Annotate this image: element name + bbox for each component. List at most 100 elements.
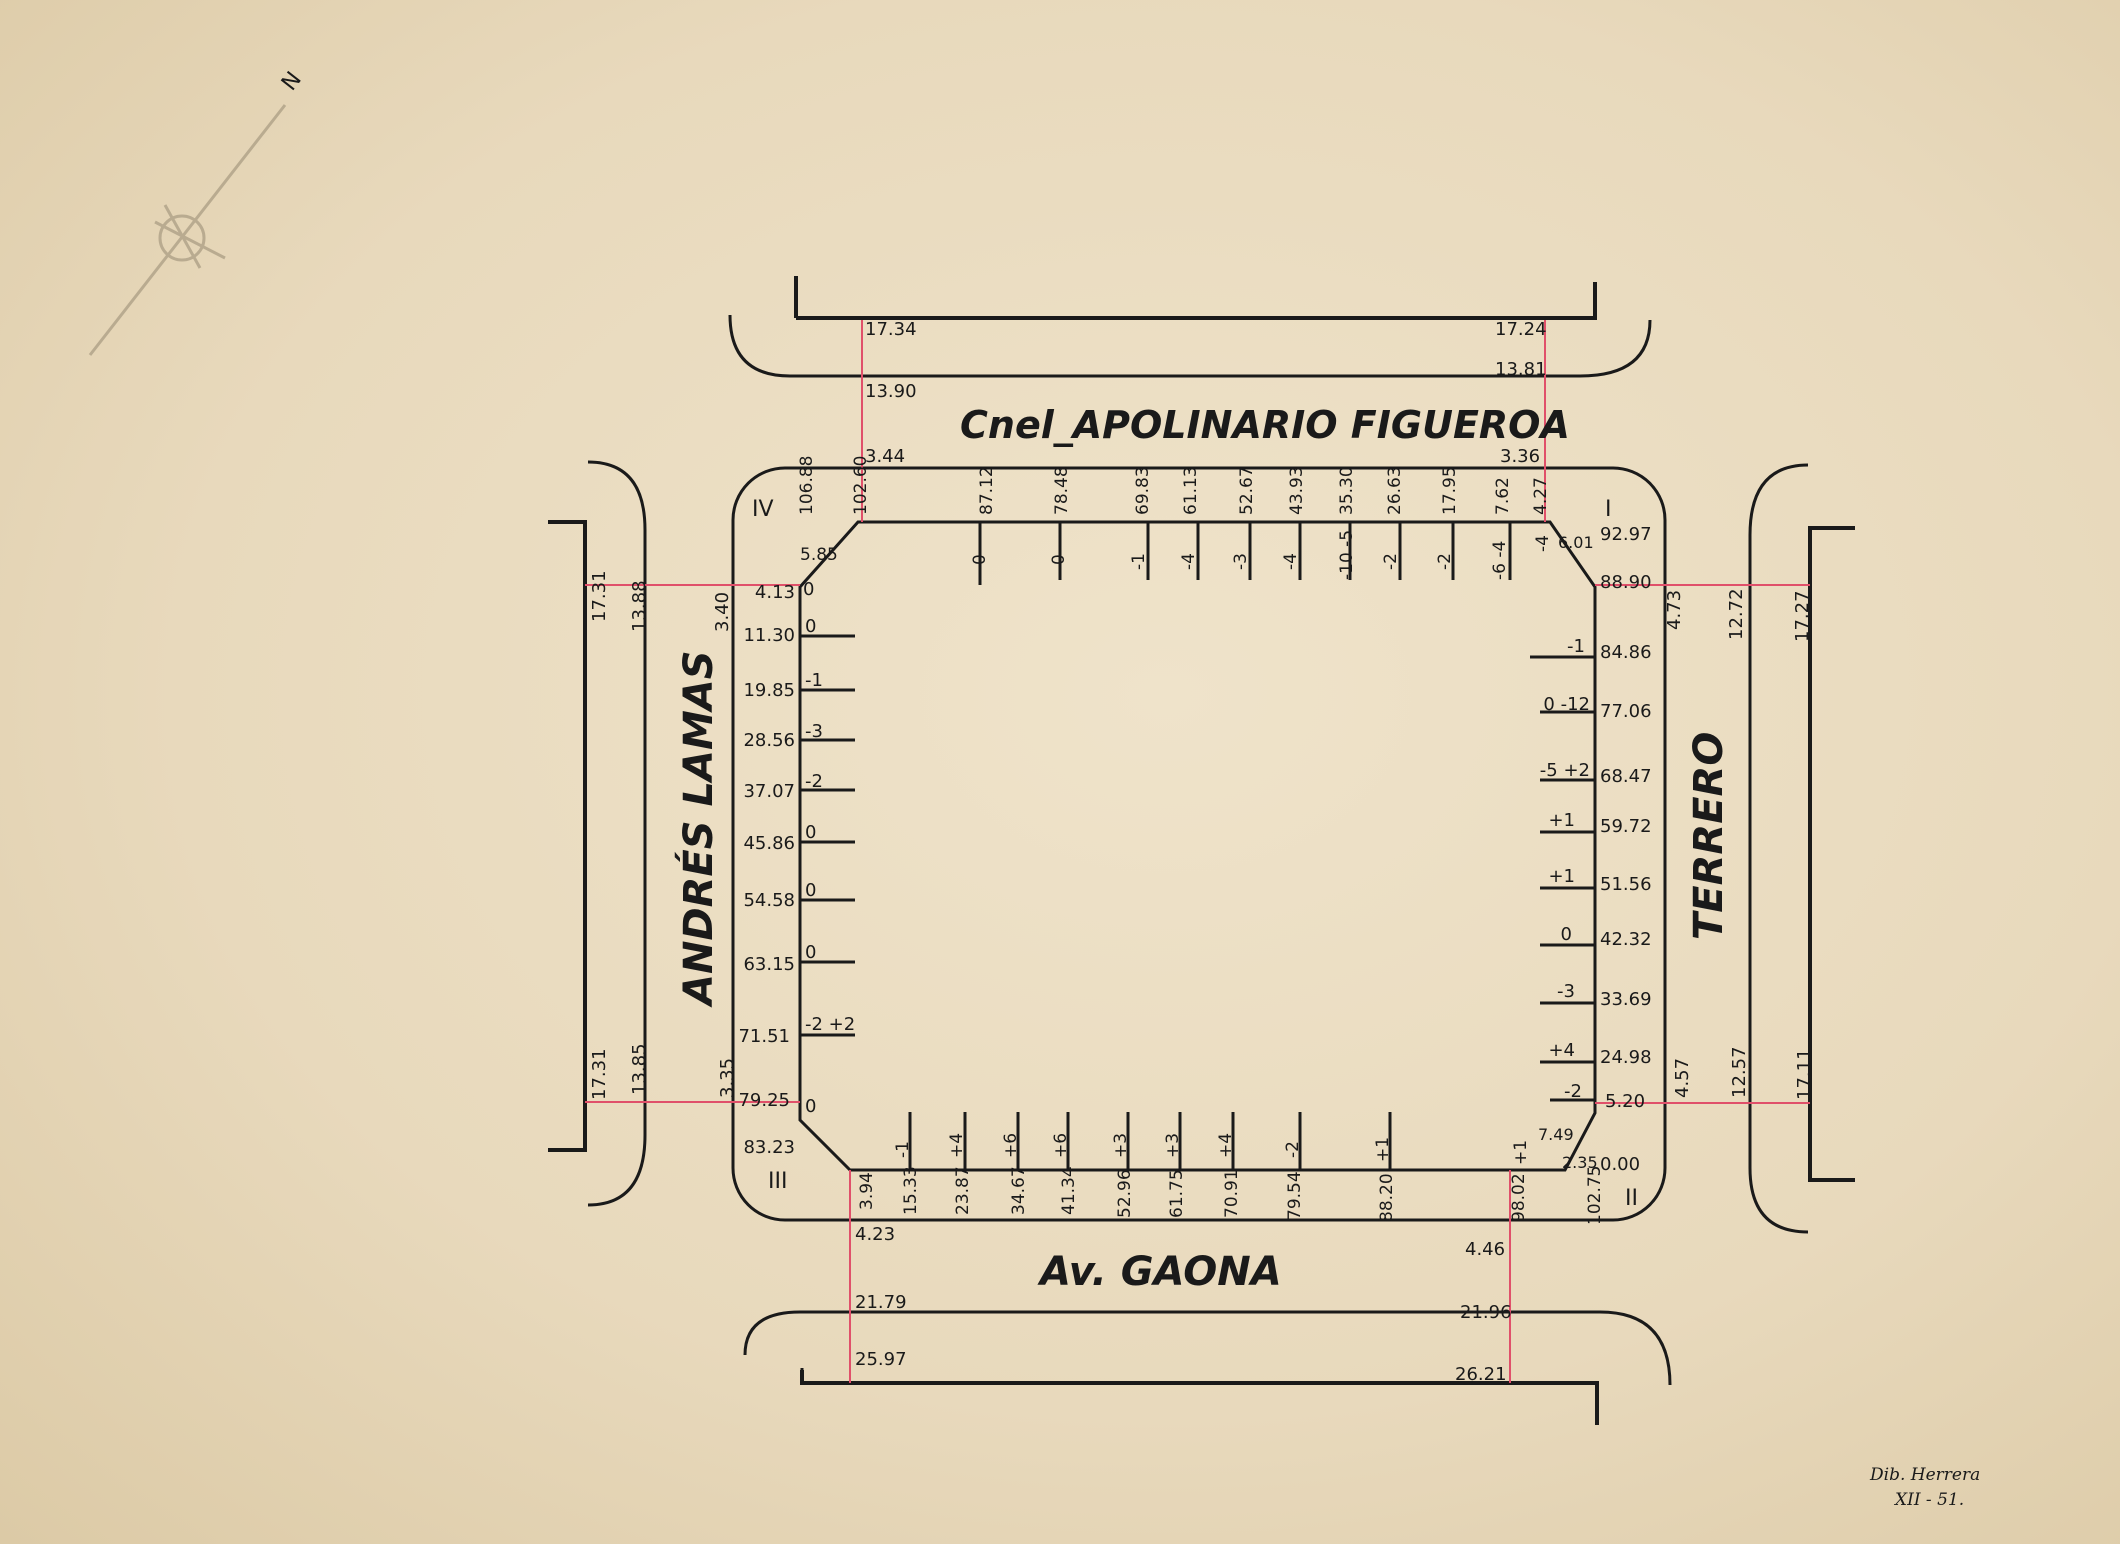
south-face-progressives: 3.94 15.33 23.87 34.67 41.34 52.96 61.75… <box>857 1166 1605 1225</box>
progressive-label: 59.72 <box>1600 816 1652 837</box>
offset-label: +1 <box>1548 810 1575 831</box>
reference-lines <box>585 320 1810 1383</box>
offset-label: 0 <box>1049 554 1069 565</box>
progressive-label: 37.07 <box>743 781 795 802</box>
progressive-label: 61.75 <box>1167 1169 1187 1218</box>
progressive-label: 52.67 <box>1237 466 1257 515</box>
offset-label: +4 <box>1548 1040 1575 1061</box>
north-label: N <box>277 67 307 95</box>
offset-label: +3 <box>1111 1133 1131 1158</box>
progressive-label: 19.85 <box>743 680 795 701</box>
progressive-label: 88.20 <box>1377 1173 1397 1222</box>
progressive-label: 84.86 <box>1600 642 1652 663</box>
level-label: 17.11 <box>1794 1048 1815 1100</box>
offset-label: -2 <box>1283 1141 1303 1158</box>
progressive-label: 102.60 <box>851 456 871 515</box>
level-label: 12.57 <box>1729 1046 1750 1098</box>
street-north: Cnel_APOLINARIO FIGUEROA <box>960 403 1570 447</box>
level-label: 3.36 <box>1500 446 1540 467</box>
progressive-label: 92.97 <box>1600 524 1652 545</box>
progressive-label: 79.25 <box>738 1090 790 1111</box>
level-label: 13.81 <box>1495 359 1547 380</box>
offset-label: 0 <box>805 822 816 843</box>
offset-label: -10 -5 <box>1337 530 1357 580</box>
offset-label: 0 <box>1561 924 1572 945</box>
outer-levels-south: 4.23 21.79 25.97 4.46 21.96 26.21 <box>855 1224 1512 1385</box>
offset-label: 0 <box>805 616 816 637</box>
progressive-label: 45.86 <box>743 833 795 854</box>
outer-levels-west: 17.31 13.88 3.40 17.31 13.85 3.35 <box>589 570 738 1100</box>
offset-label: 0 -12 <box>1543 694 1590 715</box>
level-label: 4.73 <box>1664 590 1685 630</box>
offset-label: -1 <box>805 670 823 691</box>
progressive-label: 15.33 <box>901 1166 921 1215</box>
progressive-label: 69.83 <box>1133 466 1153 515</box>
progressive-label: 87.12 <box>977 466 997 515</box>
draftsman-signature: Dib. Herrera XII - 51. <box>1869 1465 1980 1510</box>
offset-label: 0 <box>805 880 816 901</box>
progressive-label: 24.98 <box>1600 1047 1652 1068</box>
offset-label: -4 <box>1281 553 1301 570</box>
level-label: 25.97 <box>855 1349 907 1370</box>
street-east: TERRERO <box>1686 732 1732 940</box>
offset-label: +4 <box>947 1133 967 1158</box>
level-label: 17.34 <box>865 319 917 340</box>
offset-label: -4 <box>1179 553 1199 570</box>
block-outline <box>731 466 1667 1222</box>
progressive-label: 11.30 <box>743 625 795 646</box>
offset-label: -3 <box>1557 981 1575 1002</box>
street-curbs <box>548 276 1855 1425</box>
level-label: 12.72 <box>1726 588 1747 640</box>
progressive-label: 43.93 <box>1287 466 1307 515</box>
progressive-label: 78.48 <box>1052 466 1072 515</box>
offset-label: 0 <box>805 1096 816 1117</box>
north-face-progressives: 106.88 102.60 87.12 78.48 69.83 61.13 52… <box>797 456 1551 515</box>
offset-ticks <box>800 522 1595 1170</box>
progressive-label: 42.32 <box>1600 929 1652 950</box>
offset-label: -3 <box>1231 553 1251 570</box>
level-label: 26.21 <box>1455 1364 1507 1385</box>
progressive-label: 71.51 <box>738 1026 790 1047</box>
level-label: 17.27 <box>1792 590 1813 642</box>
offset-label: +1 <box>1511 1140 1531 1165</box>
progressive-label: 79.54 <box>1285 1171 1305 1220</box>
offset-label: +6 <box>1001 1133 1021 1158</box>
progressive-label: 17.95 <box>1440 466 1460 515</box>
offset-label: -2 <box>1564 1081 1582 1102</box>
level-label: 21.96 <box>1460 1302 1512 1323</box>
progressive-label: 41.34 <box>1059 1166 1079 1215</box>
offset-label: +1 <box>1548 866 1575 887</box>
progressive-label: 33.69 <box>1600 989 1652 1010</box>
level-label: 4.46 <box>1465 1239 1505 1260</box>
progressive-label: 52.96 <box>1115 1169 1135 1218</box>
signature-name: Dib. Herrera <box>1869 1465 1980 1485</box>
offset-label: -2 <box>1381 553 1401 570</box>
corner-label-iv: IV <box>752 497 774 522</box>
level-label: 3.35 <box>717 1058 738 1098</box>
west-chamfer-label: 5.85 <box>800 545 838 565</box>
offset-label: -1 <box>893 1141 913 1158</box>
progressive-label: 34.67 <box>1009 1166 1029 1215</box>
level-label: 13.88 <box>629 580 650 632</box>
level-label: 13.85 <box>629 1043 650 1095</box>
east-face-offsets: -1 0 -12 -5 +2 +1 +1 0 -3 +4 -2 <box>1540 636 1590 1102</box>
progressive-label: 70.91 <box>1222 1169 1242 1218</box>
offset-label: 0 <box>803 579 814 600</box>
offset-label: +4 <box>1216 1133 1236 1158</box>
level-label: 17.31 <box>589 1048 610 1100</box>
level-label: 21.79 <box>855 1292 907 1313</box>
offset-label: +3 <box>1163 1133 1183 1158</box>
progressive-label: 4.13 <box>755 582 795 603</box>
progressive-label: 26.63 <box>1385 466 1405 515</box>
offset-label: -5 +2 <box>1540 760 1590 781</box>
chamfer-label: 2.35 <box>1562 1153 1598 1172</box>
offset-label: 0 <box>805 942 816 963</box>
corner-label-iii: III <box>768 1169 787 1194</box>
progressive-label: 88.90 <box>1600 572 1652 593</box>
progressive-label: 63.15 <box>743 954 795 975</box>
progressive-label: 102.75 <box>1585 1166 1605 1225</box>
offset-label: -2 +2 <box>805 1014 855 1035</box>
level-label: 4.23 <box>855 1224 895 1245</box>
